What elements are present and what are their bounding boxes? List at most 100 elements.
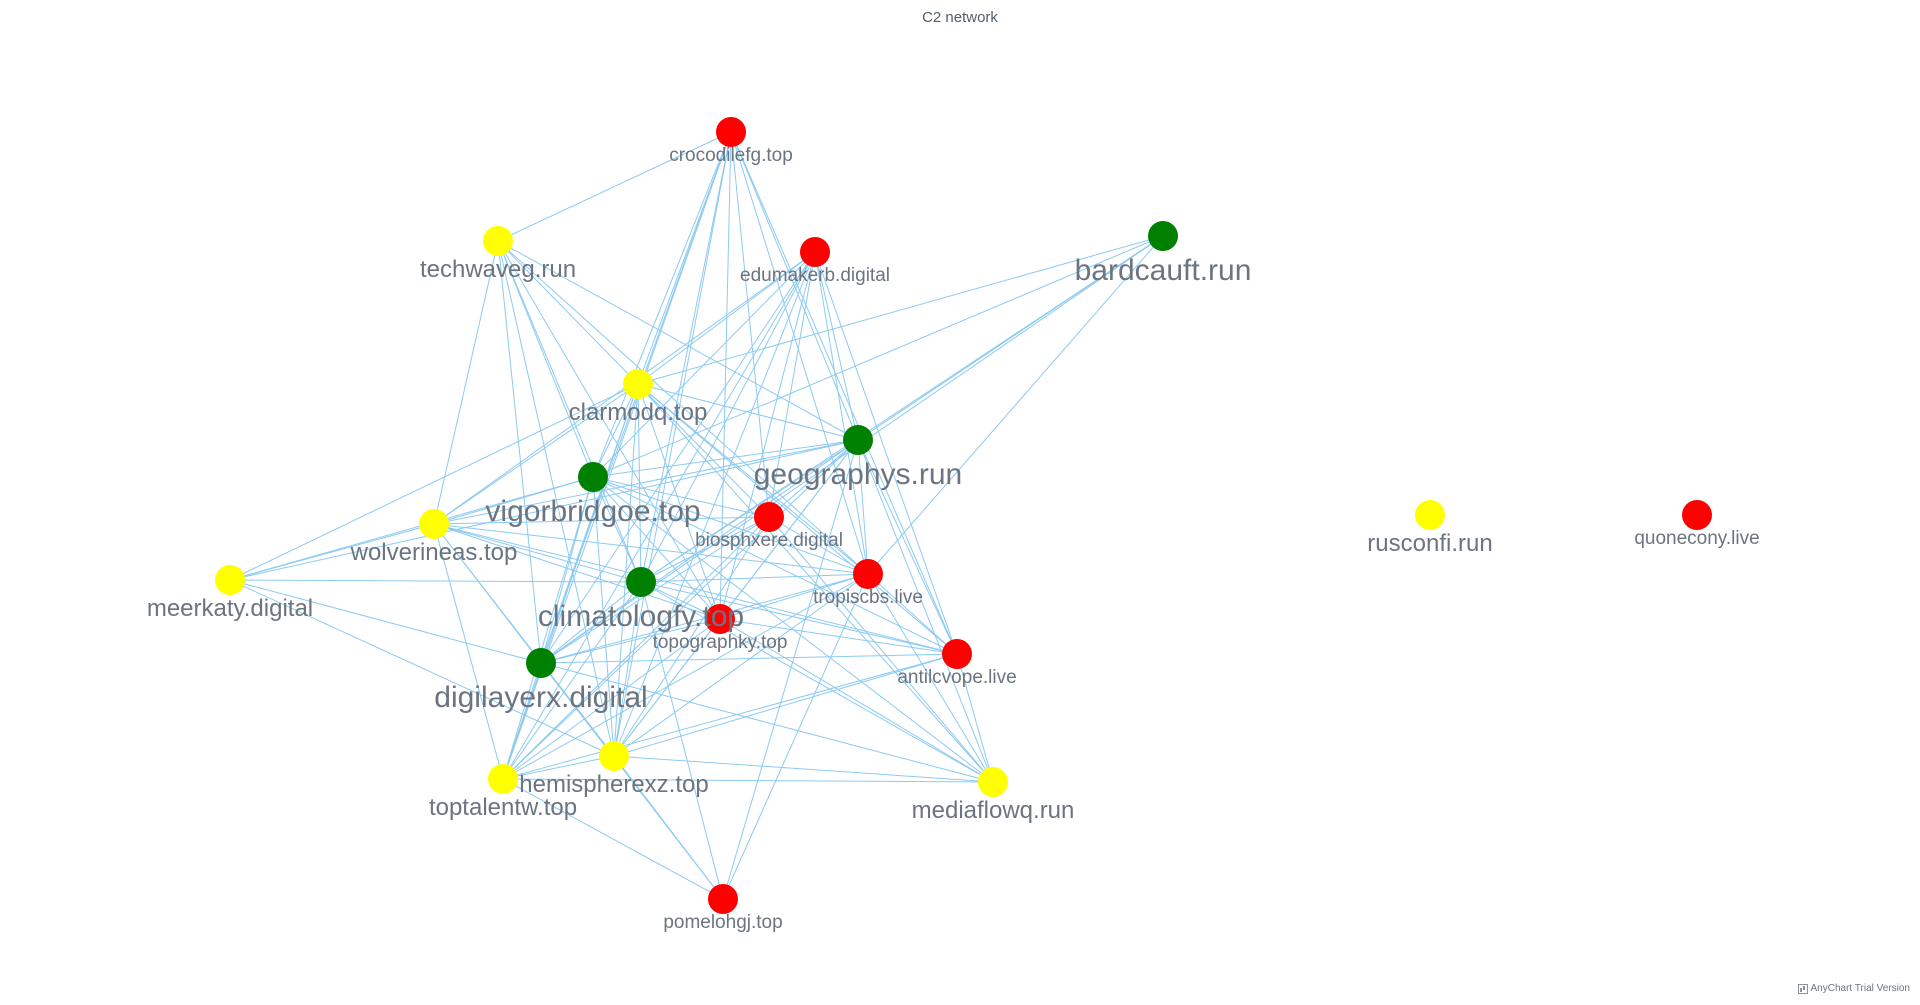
node-label: geographys.run [754, 458, 962, 491]
network-edge [540, 476, 594, 664]
network-edge [592, 439, 859, 478]
network-edge [502, 251, 816, 780]
network-edge [867, 573, 994, 783]
network-edge [719, 573, 869, 620]
network-node[interactable] [626, 567, 656, 597]
network-edge [229, 579, 642, 583]
network-edge [433, 523, 721, 620]
network-edge [857, 439, 958, 655]
network-node[interactable] [978, 767, 1008, 797]
network-edge [768, 516, 869, 575]
network-node[interactable] [754, 502, 784, 532]
network-edge [502, 778, 994, 783]
network-edge [640, 251, 816, 583]
network-node[interactable] [942, 639, 972, 669]
node-label: wolverineas.top [350, 539, 518, 566]
network-edge [592, 476, 958, 655]
network-edge [640, 131, 732, 583]
node-label: topographky.top [653, 632, 788, 653]
credits-text: AnyChart Trial Version [1810, 983, 1911, 994]
network-edge [540, 662, 994, 783]
network-edge [640, 516, 770, 583]
network-edge [229, 439, 859, 581]
network-edge [540, 251, 816, 664]
network-edge [730, 131, 958, 655]
network-edge [433, 523, 869, 575]
network-edge [768, 439, 859, 518]
network-edge [433, 523, 958, 655]
node-label: tropiscbs.live [813, 587, 923, 608]
node-label: crocodilefg.top [669, 145, 793, 166]
network-node[interactable] [800, 237, 830, 267]
network-edge [613, 755, 994, 783]
network-edge [730, 131, 869, 575]
network-node[interactable] [708, 884, 738, 914]
network-node[interactable] [1415, 500, 1445, 530]
network-edge [768, 516, 994, 783]
network-node[interactable] [488, 764, 518, 794]
network-edge [433, 383, 639, 525]
network-edge [229, 383, 639, 581]
network-node[interactable] [599, 741, 629, 771]
network-edge [722, 439, 859, 900]
network-edge [637, 251, 816, 385]
network-edge [502, 581, 642, 780]
network-edge [497, 240, 594, 478]
network-edge [229, 523, 435, 581]
node-label: bardcauft.run [1075, 254, 1252, 287]
credits[interactable]: AnyChart Trial Version [1797, 983, 1911, 994]
network-edge [433, 240, 499, 525]
network-node[interactable] [853, 559, 883, 589]
node-label: toptalentw.top [429, 794, 577, 821]
network-node[interactable] [578, 462, 608, 492]
network-edge [433, 516, 770, 525]
network-edge [592, 131, 732, 478]
network-edge [229, 579, 542, 664]
network-edge [857, 439, 869, 575]
network-edge [640, 581, 958, 655]
network-edge [433, 523, 504, 780]
node-label: digilayerx.digital [434, 681, 647, 714]
network-edge [497, 131, 732, 242]
network-node[interactable] [1682, 500, 1712, 530]
network-edge [497, 240, 721, 620]
network-node[interactable] [483, 226, 513, 256]
network-edge [613, 516, 770, 757]
network-node[interactable] [716, 117, 746, 147]
node-label: mediaflowq.run [912, 797, 1075, 824]
network-edge [640, 581, 994, 783]
node-label: techwaveg.run [420, 256, 576, 283]
network-edge [719, 131, 732, 620]
network-edge [613, 131, 732, 757]
network-edge [613, 581, 642, 757]
network-edge [502, 439, 859, 780]
node-label: climatologfy.top [538, 600, 744, 633]
network-edge [867, 573, 958, 655]
network-edge [540, 439, 859, 664]
network-edge [814, 251, 859, 441]
network-edge [497, 240, 615, 757]
node-label: edumakerb.digital [740, 265, 890, 286]
network-edge [640, 439, 859, 583]
network-edge [857, 439, 994, 783]
network-node[interactable] [419, 509, 449, 539]
network-edge [719, 251, 816, 620]
network-edge [497, 240, 542, 664]
node-label: vigorbridgoe.top [485, 495, 700, 528]
network-edge [719, 618, 994, 783]
network-edge [867, 235, 1164, 575]
network-node[interactable] [215, 565, 245, 595]
network-edge [814, 251, 958, 655]
node-label: quonecony.live [1634, 528, 1759, 549]
network-node[interactable] [705, 604, 735, 634]
network-edge [502, 653, 958, 780]
network-node[interactable] [623, 369, 653, 399]
network-edge [540, 618, 721, 664]
network-node[interactable] [843, 425, 873, 455]
network-node[interactable] [1148, 221, 1178, 251]
network-edge [502, 476, 594, 780]
network-edge [497, 240, 859, 441]
network-node[interactable] [526, 648, 556, 678]
